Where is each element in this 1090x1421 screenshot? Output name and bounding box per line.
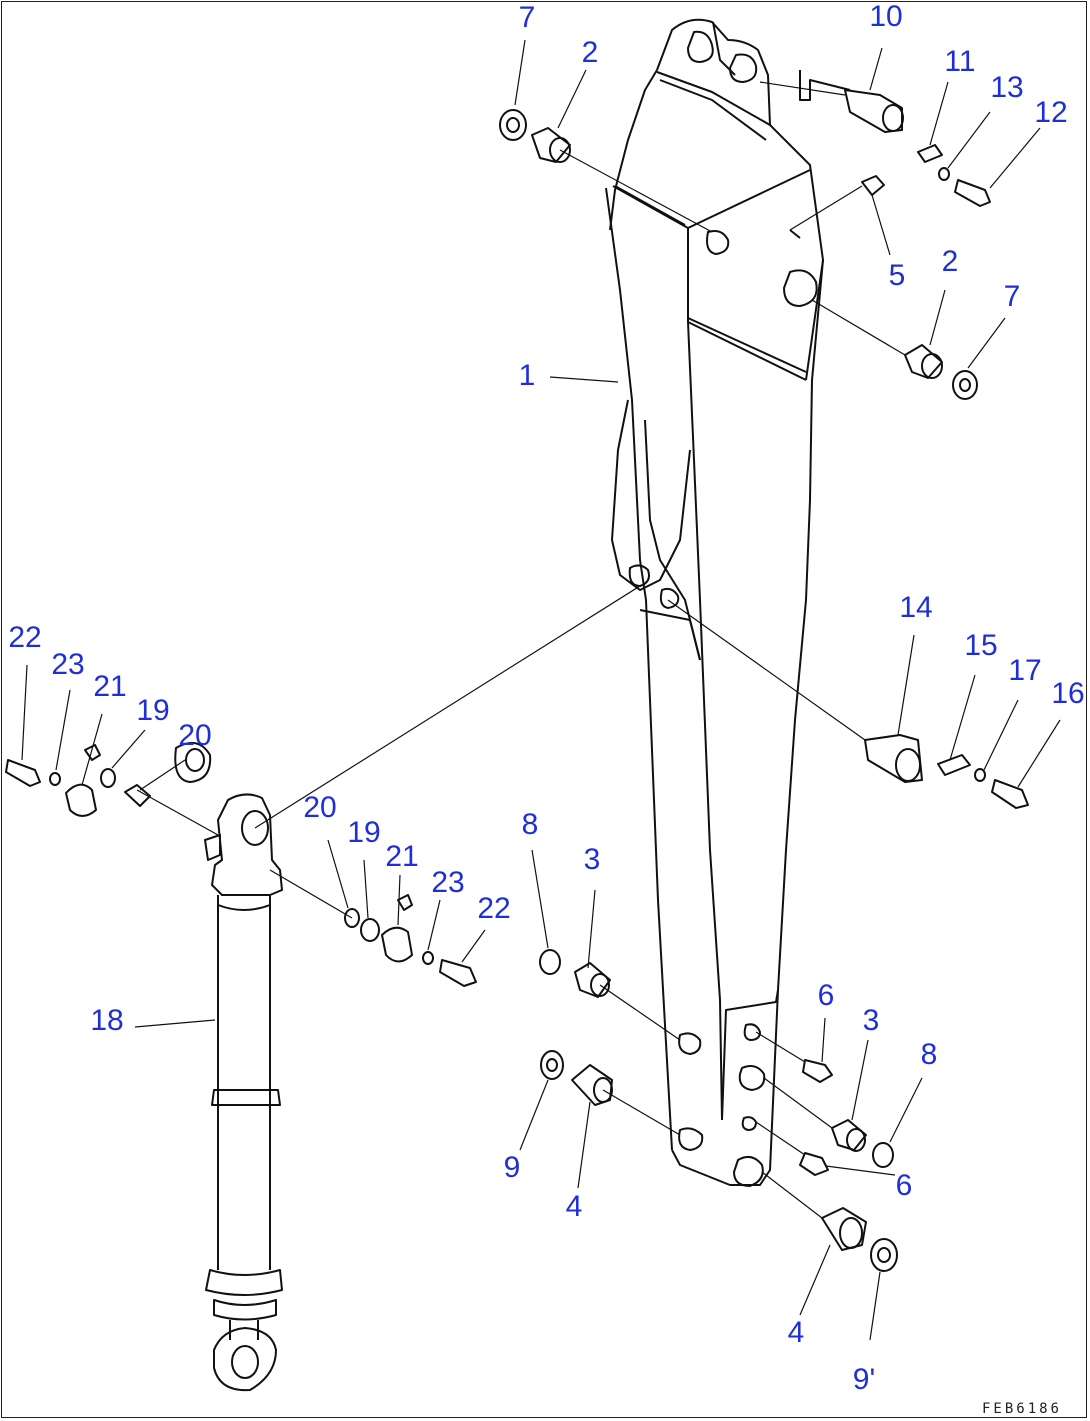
- parts-cylinder: [5, 741, 477, 987]
- callout-11: 11: [944, 45, 976, 78]
- callout-17: 17: [1008, 654, 1042, 687]
- leader-lines: [21, 39, 1061, 1341]
- callout-16: 16: [1051, 677, 1085, 710]
- callout-2: 2: [581, 36, 599, 69]
- callout-7-right: 7: [1003, 280, 1021, 313]
- callout-2-right: 2: [941, 245, 959, 278]
- callout-10: 10: [869, 0, 903, 33]
- callout-3: 3: [583, 843, 601, 876]
- callout-4-right: 4: [787, 1316, 805, 1349]
- callout-1: 1: [518, 359, 536, 392]
- callout-19-left: 19: [136, 694, 170, 727]
- callout-8: 8: [521, 808, 539, 841]
- parts-right-middle: [864, 734, 1029, 809]
- callout-19-right: 19: [347, 816, 381, 849]
- callout-20-left: 20: [178, 719, 212, 752]
- callout-6-top: 6: [817, 979, 835, 1012]
- callout-12: 12: [1034, 96, 1068, 129]
- callout-8-right: 8: [920, 1038, 938, 1071]
- callout-3-right: 3: [862, 1004, 880, 1037]
- callout-23-left: 23: [51, 648, 85, 681]
- callout-9-prime: 9': [852, 1363, 876, 1396]
- callout-6-bottom: 6: [895, 1169, 913, 1202]
- parts-top: [499, 89, 991, 400]
- parts-bottom: [539, 949, 898, 1272]
- callout-21-left: 21: [93, 670, 127, 703]
- callout-18: 18: [90, 1004, 124, 1037]
- callout-21-right: 21: [385, 840, 419, 873]
- callout-15: 15: [964, 629, 998, 662]
- callout-7: 7: [518, 1, 536, 34]
- callout-13: 13: [990, 71, 1024, 104]
- callout-20-right: 20: [303, 791, 337, 824]
- boom-arm-drawing: [605, 18, 851, 1187]
- callout-9: 9: [503, 1151, 521, 1184]
- callout-22-right: 22: [477, 892, 511, 925]
- callout-14: 14: [899, 591, 933, 624]
- boom-cylinder-drawing: [204, 793, 283, 1392]
- callout-4: 4: [565, 1190, 583, 1223]
- callout-5: 5: [888, 259, 906, 292]
- drawing-code: FEB6186: [981, 1401, 1062, 1417]
- callout-22-left: 22: [8, 621, 42, 654]
- callout-23-right: 23: [431, 866, 465, 899]
